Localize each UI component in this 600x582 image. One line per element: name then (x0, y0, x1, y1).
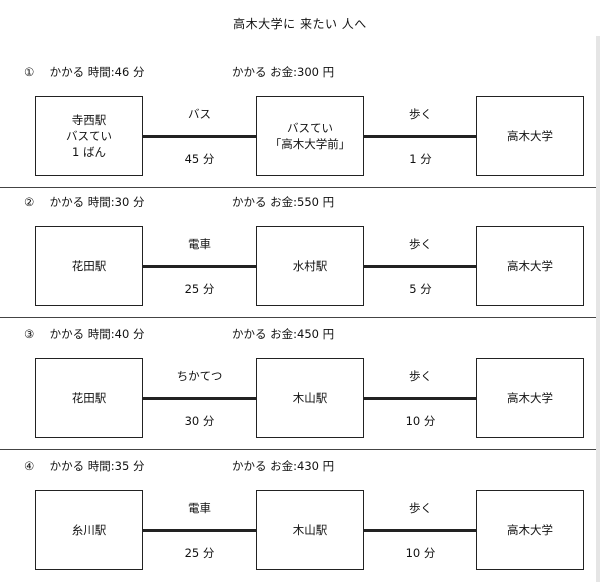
route-number: ① (24, 65, 35, 79)
route-time: かかる 時間:35 分 (49, 459, 145, 473)
leg-mode: バス (188, 107, 211, 121)
route-link (364, 135, 476, 138)
start-stop-box: 糸川駅 (35, 490, 143, 570)
route-time: かかる 時間:40 分 (49, 327, 145, 341)
route-cost: かかる お金:300 円 (232, 65, 335, 79)
stop-label: 高木大学 (507, 391, 553, 405)
stop-label: 水村駅 (292, 259, 328, 273)
route-cost: かかる お金:450 円 (232, 327, 335, 341)
route-link (143, 529, 256, 532)
route-header: ④ かかる 時間:35 分 かかる お金:430 円 (24, 458, 334, 474)
start-stop-box: 花田駅 (35, 358, 143, 438)
route-number: ③ (24, 327, 35, 341)
start-stop-box: 寺西駅 バスてい 1 ばん (35, 96, 143, 176)
leg-duration: 45 分 (184, 152, 215, 166)
transfer-stop-box: バスてい 「高木大学前」 (256, 96, 364, 176)
stop-label: 高木大学 (507, 129, 553, 143)
destination-box: 高木大学 (476, 226, 584, 306)
section-divider (0, 449, 600, 450)
leg-duration: 25 分 (184, 546, 215, 560)
stop-label: バスてい (287, 121, 333, 135)
stop-label: 木山駅 (292, 523, 328, 537)
stop-label: 1 ばん (72, 145, 106, 159)
route-header: ② かかる 時間:30 分 かかる お金:550 円 (24, 194, 334, 210)
stop-label: 花田駅 (71, 259, 107, 273)
leg-duration: 5 分 (409, 282, 432, 296)
route-1: ① かかる 時間:46 分 かかる お金:300 円 バス 45 分 歩く 1 … (0, 58, 600, 188)
leg-duration: 10 分 (405, 414, 436, 428)
transfer-stop-box: 木山駅 (256, 358, 364, 438)
stop-label: 高木大学 (507, 523, 553, 537)
stop-label: 糸川駅 (71, 523, 107, 537)
destination-box: 高木大学 (476, 490, 584, 570)
route-link (143, 397, 256, 400)
route-link (143, 265, 256, 268)
leg-mode: 歩く (409, 107, 432, 121)
page-title: 高木大学に 来たい 人へ (233, 17, 367, 31)
section-divider (0, 317, 600, 318)
route-link (364, 265, 476, 268)
route-time: かかる 時間:30 分 (49, 195, 145, 209)
leg-mode: 歩く (409, 237, 432, 251)
route-2: ② かかる 時間:30 分 かかる お金:550 円 電車 25 分 歩く 5 … (0, 188, 600, 318)
leg-mode: ちかてつ (176, 369, 223, 383)
route-time: かかる 時間:46 分 (49, 65, 145, 79)
scan-edge-shadow (596, 36, 600, 582)
stop-label: バスてい (66, 129, 112, 143)
stop-label: 「高木大学前」 (269, 137, 351, 151)
route-4: ④ かかる 時間:35 分 かかる お金:430 円 電車 25 分 歩く 10… (0, 452, 600, 582)
transfer-stop-box: 水村駅 (256, 226, 364, 306)
leg-mode: 電車 (188, 237, 211, 251)
transfer-stop-box: 木山駅 (256, 490, 364, 570)
leg-duration: 25 分 (184, 282, 215, 296)
route-cost: かかる お金:430 円 (232, 459, 335, 473)
stop-label: 木山駅 (292, 391, 328, 405)
route-link (364, 529, 476, 532)
route-cost: かかる お金:550 円 (232, 195, 335, 209)
section-divider (0, 187, 600, 188)
destination-box: 高木大学 (476, 96, 584, 176)
stop-label: 高木大学 (507, 259, 553, 273)
route-number: ② (24, 195, 35, 209)
stop-label: 花田駅 (71, 391, 107, 405)
route-header: ③ かかる 時間:40 分 かかる お金:450 円 (24, 326, 334, 342)
route-number: ④ (24, 459, 35, 473)
leg-duration: 10 分 (405, 546, 436, 560)
route-link (364, 397, 476, 400)
leg-mode: 歩く (409, 369, 432, 383)
leg-mode: 歩く (409, 501, 432, 515)
start-stop-box: 花田駅 (35, 226, 143, 306)
leg-mode: 電車 (188, 501, 211, 515)
route-3: ③ かかる 時間:40 分 かかる お金:450 円 ちかてつ 30 分 歩く … (0, 320, 600, 450)
leg-duration: 1 分 (409, 152, 432, 166)
route-header: ① かかる 時間:46 分 かかる お金:300 円 (24, 64, 334, 80)
stop-label: 寺西駅 (71, 113, 107, 127)
destination-box: 高木大学 (476, 358, 584, 438)
leg-duration: 30 分 (184, 414, 215, 428)
route-link (143, 135, 256, 138)
